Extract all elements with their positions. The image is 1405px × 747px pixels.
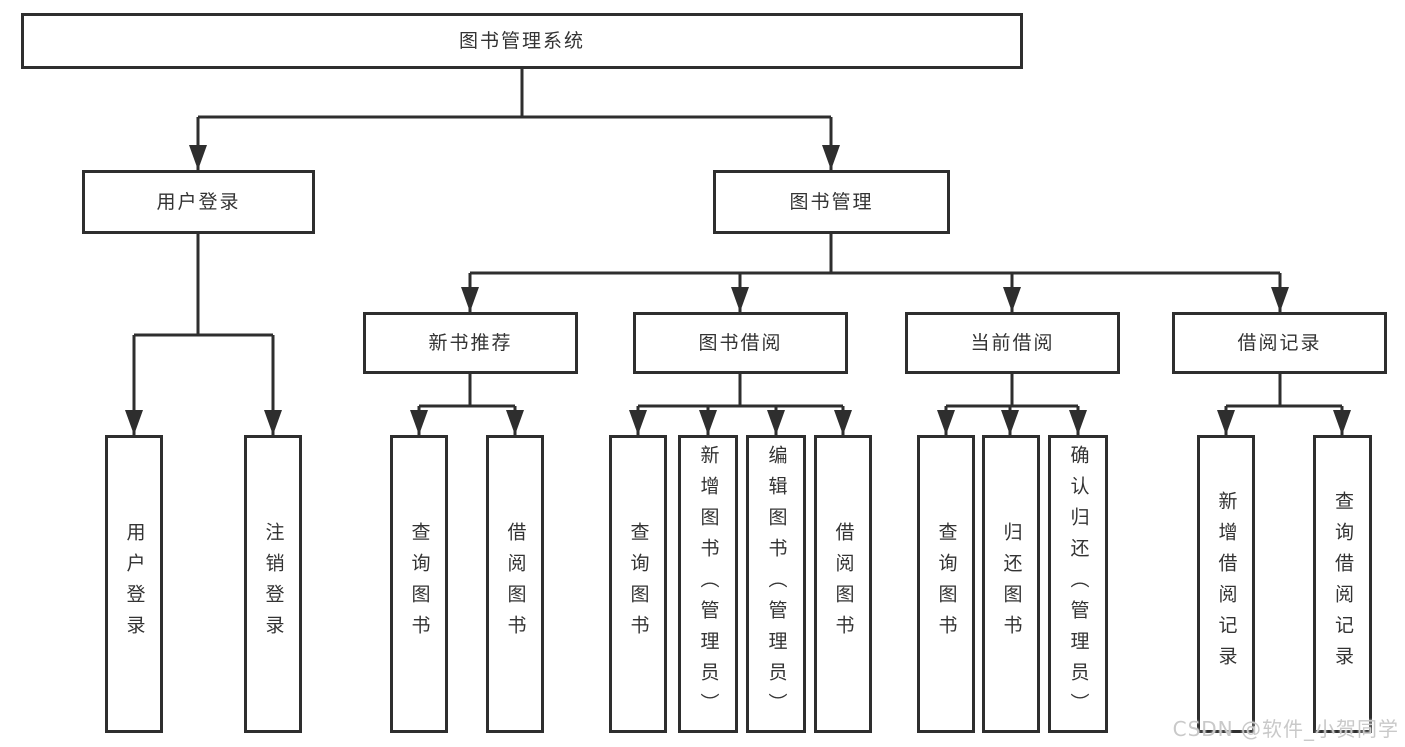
leaf-current-return-books: 归还图书	[982, 435, 1040, 733]
leaf-borrow-add-books-admin: 新增图书（管理员）	[678, 435, 738, 733]
leaf-logout-login: 注销登录	[244, 435, 302, 733]
leaf-borrow-query-books: 查询图书	[609, 435, 667, 733]
leaf-borrow-edit-books-admin-label: 编辑图书（管理员）	[765, 444, 788, 724]
leaf-borrow-add-books-admin-label: 新增图书（管理员）	[697, 444, 720, 724]
leaf-current-query-books: 查询图书	[917, 435, 975, 733]
leaf-newbook-query-books: 查询图书	[390, 435, 448, 733]
node-user-login-label: 用户登录	[156, 190, 241, 213]
leaf-records-add-borrow-record: 新增借阅记录	[1197, 435, 1255, 733]
leaf-borrow-query-books-label: 查询图书	[627, 522, 650, 646]
leaf-newbook-query-books-label: 查询图书	[408, 522, 431, 646]
node-borrowing-records-label: 借阅记录	[1237, 331, 1322, 354]
leaf-user-login: 用户登录	[105, 435, 163, 733]
leaf-borrow-borrow-books: 借阅图书	[814, 435, 872, 733]
node-root-system-label: 图书管理系统	[458, 29, 585, 52]
leaf-current-confirm-return-admin: 确认归还（管理员）	[1048, 435, 1108, 733]
node-book-management-label: 图书管理	[789, 190, 874, 213]
leaf-current-return-books-label: 归还图书	[1000, 522, 1023, 646]
node-new-book-recommendation: 新书推荐	[363, 312, 578, 374]
node-new-book-recommendation-label: 新书推荐	[428, 331, 513, 354]
leaf-newbook-borrow-books: 借阅图书	[486, 435, 544, 733]
leaf-records-add-borrow-record-label: 新增借阅记录	[1215, 491, 1238, 677]
node-borrowing-records: 借阅记录	[1172, 312, 1387, 374]
csdn-watermark: CSDN @软件_小贺同学	[1172, 717, 1399, 741]
leaf-logout-login-label: 注销登录	[262, 522, 285, 646]
leaf-newbook-borrow-books-label: 借阅图书	[504, 522, 527, 646]
node-book-borrowing-label: 图书借阅	[698, 331, 783, 354]
leaf-borrow-edit-books-admin: 编辑图书（管理员）	[746, 435, 806, 733]
leaf-records-query-borrow-record: 查询借阅记录	[1313, 435, 1372, 733]
leaf-current-confirm-return-admin-label: 确认归还（管理员）	[1067, 444, 1090, 724]
leaf-current-query-books-label: 查询图书	[935, 522, 958, 646]
node-book-borrowing: 图书借阅	[633, 312, 848, 374]
node-book-management: 图书管理	[713, 170, 950, 234]
node-user-login: 用户登录	[82, 170, 315, 234]
leaf-user-login-label: 用户登录	[123, 522, 146, 646]
leaf-records-query-borrow-record-label: 查询借阅记录	[1332, 491, 1354, 677]
leaf-borrow-borrow-books-label: 借阅图书	[832, 522, 855, 646]
node-current-borrowing-label: 当前借阅	[970, 331, 1055, 354]
node-current-borrowing: 当前借阅	[905, 312, 1120, 374]
node-root-system: 图书管理系统	[21, 13, 1023, 69]
